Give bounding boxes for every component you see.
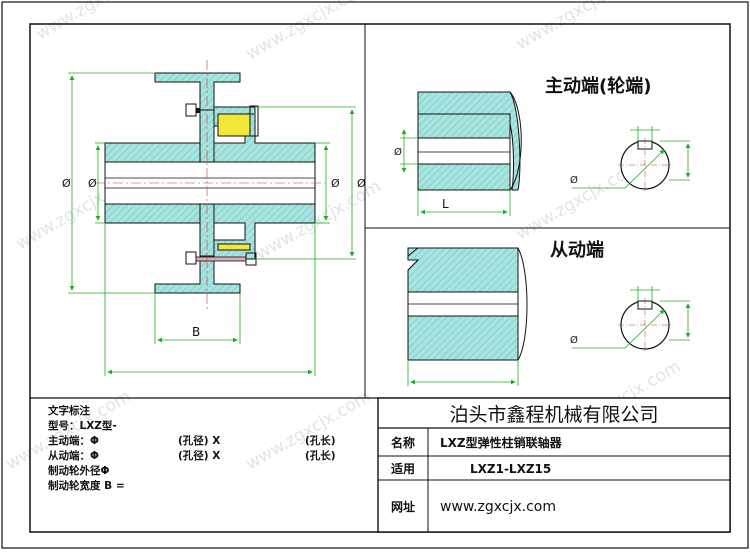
notes-model: 型号：LXZ型- bbox=[48, 419, 117, 432]
bolt bbox=[185, 103, 197, 117]
dimension-lines bbox=[68, 72, 356, 376]
watermark: www.zgxcjx.com bbox=[243, 0, 375, 64]
apply-label: 适用 bbox=[391, 461, 415, 476]
title-block: 泊头市鑫程机械有限公司 名称 LXZ型弹性柱销联轴器 适用 LXZ1-LXZ15… bbox=[377, 397, 731, 533]
notes-driven: 从动端：Φ bbox=[48, 449, 99, 462]
assembly-section-view: Ø Ø Ø Ø B bbox=[62, 60, 366, 376]
driving-end-title: 主动端(轮端) bbox=[545, 75, 651, 97]
name-value: LXZ型弹性柱销联轴器 bbox=[440, 435, 563, 450]
annotation-notes: 文字标注 型号：LXZ型- 主动端：Φ (孔径) X (孔长) 从动端：Φ (孔… bbox=[47, 404, 336, 492]
apply-value: LXZ1-LXZ15 bbox=[470, 462, 551, 476]
dimension-b-label: B bbox=[192, 325, 200, 339]
notes-bore-len: (孔长) bbox=[305, 449, 336, 462]
notes-bore-dia: (孔径) X bbox=[178, 449, 220, 462]
diameter-symbol: Ø bbox=[570, 174, 578, 186]
notes-driving: 主动端：Φ bbox=[48, 434, 99, 447]
notes-bore-len: (孔长) bbox=[305, 434, 336, 447]
diameter-symbol: Ø bbox=[570, 334, 578, 346]
company-name: 泊头市鑫程机械有限公司 bbox=[449, 404, 658, 426]
watermark: www.zgxcjx.com bbox=[513, 0, 645, 54]
bolt bbox=[185, 251, 197, 265]
driven-end-view: 从动端 Ø bbox=[407, 240, 691, 386]
web-label: 网址 bbox=[391, 499, 415, 514]
driving-end-view: 主动端(轮端) Ø L Ø bbox=[394, 75, 691, 216]
notes-wheel-od: 制动轮外径Φ bbox=[48, 464, 109, 477]
elastic-pin bbox=[217, 243, 251, 251]
diameter-symbol: Ø bbox=[394, 146, 402, 158]
notes-heading: 文字标注 bbox=[47, 404, 90, 417]
diameter-symbol: Ø bbox=[62, 177, 71, 190]
diameter-symbol: Ø bbox=[88, 177, 97, 190]
watermark: www.zgxcjx.com bbox=[33, 0, 165, 44]
notes-wheel-width: 制动轮宽度 B = bbox=[48, 479, 125, 492]
elastic-pin bbox=[217, 113, 251, 137]
dimension-l-label: L bbox=[442, 197, 449, 211]
notes-bore-dia: (孔径) X bbox=[178, 434, 220, 447]
name-label: 名称 bbox=[391, 435, 415, 450]
diameter-symbol: Ø bbox=[331, 177, 340, 190]
diameter-symbol: Ø bbox=[357, 177, 366, 190]
driven-end-title: 从动端 bbox=[550, 240, 604, 261]
web-value: www.zgxcjx.com bbox=[440, 499, 556, 515]
